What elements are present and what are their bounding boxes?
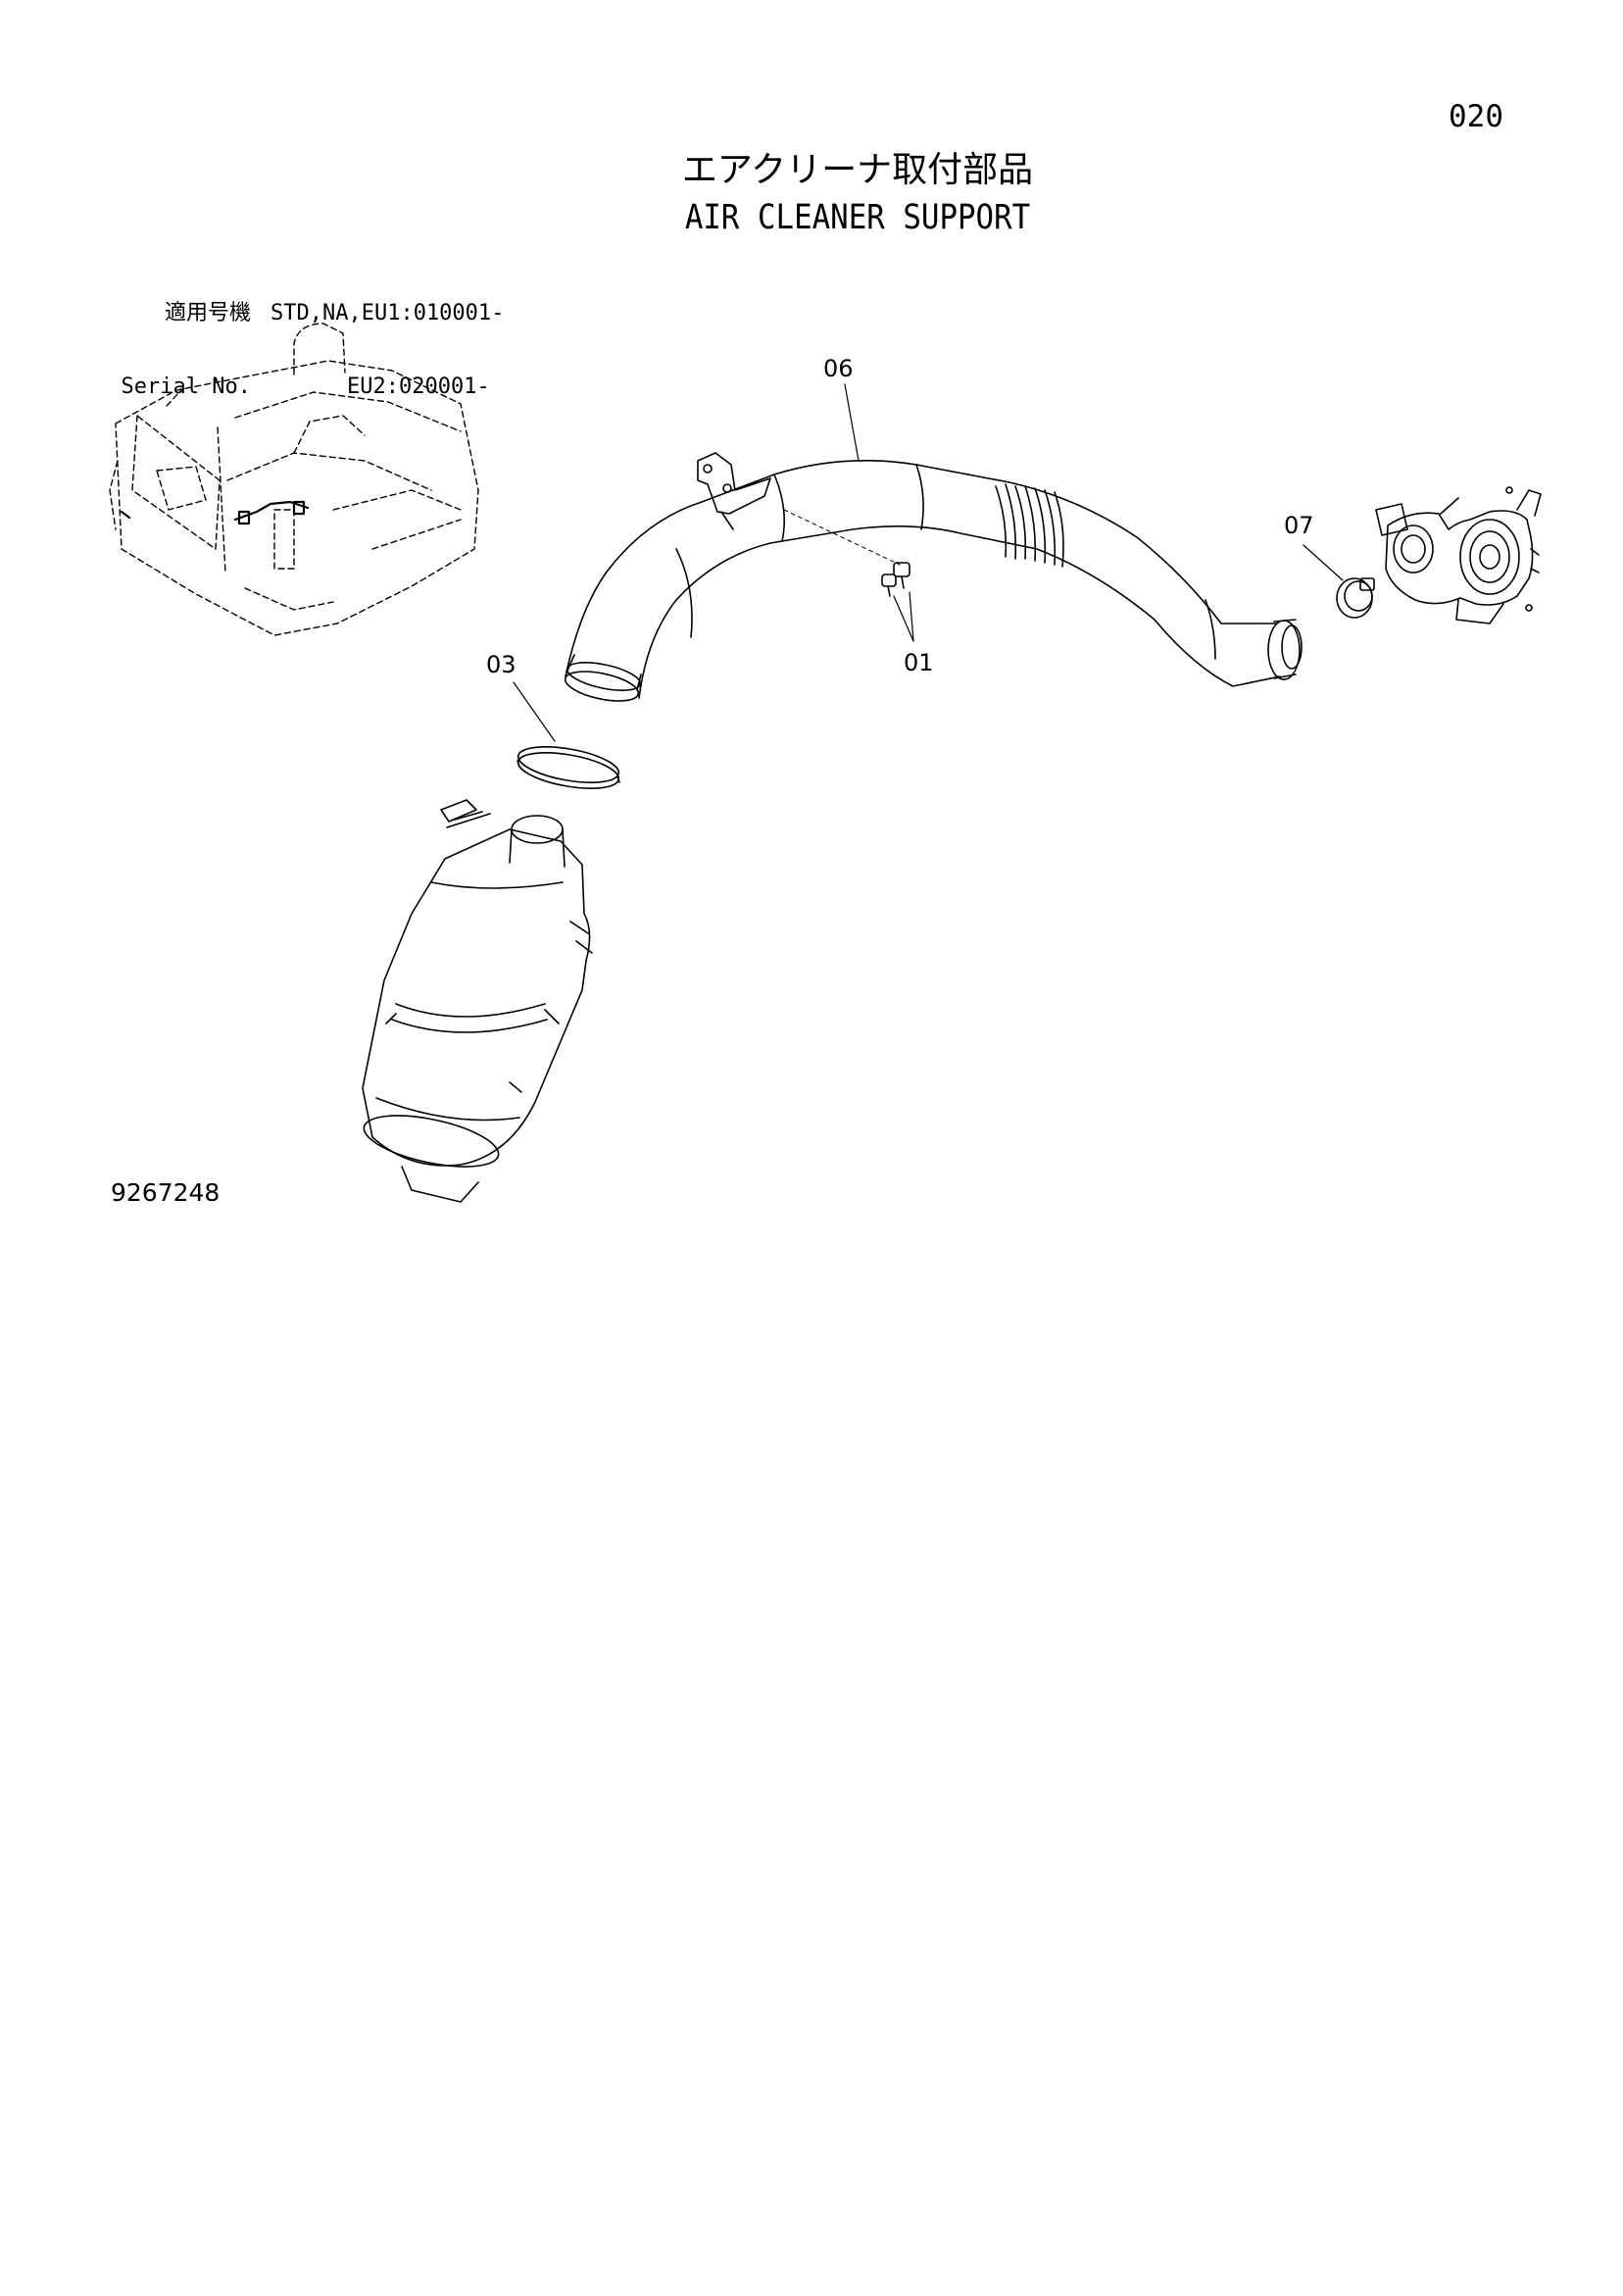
serial-row-2: Serial No. EU2:020001- — [114, 374, 504, 399]
leader-lines — [514, 384, 1343, 741]
hose-clamp-07 — [1337, 578, 1374, 618]
hose-corrugated-section — [996, 484, 1063, 567]
bolts — [784, 510, 910, 596]
page-title-japanese: エアクリーナ取付部品 — [681, 150, 1034, 190]
drawing-number: 9267248 — [111, 1178, 221, 1207]
mounting-bracket — [698, 453, 770, 529]
hose-clamp-03 — [516, 740, 621, 795]
air-cleaner — [360, 800, 592, 1202]
page-number: 020 — [1449, 99, 1503, 134]
page-title-english: AIR CLEANER SUPPORT — [684, 198, 1031, 237]
serial-row-1: 適用号機 STD,NA,EU1:010001- — [114, 301, 504, 325]
callout-part-03: 03 — [486, 651, 516, 678]
callout-part-06: 06 — [823, 355, 854, 382]
serial-label-japanese: 適用号機 — [164, 301, 251, 325]
excavator-locator-outline — [110, 324, 478, 635]
serial-value-line-1: STD,NA,EU1:010001- — [270, 301, 505, 325]
callout-part-07: 07 — [1284, 512, 1314, 539]
serial-label-english: Serial No. — [121, 374, 251, 399]
serial-applicability: 適用号機 STD,NA,EU1:010001- Serial No. EU2:020… — [114, 252, 505, 424]
parts-diagram — [0, 0, 1623, 1274]
excavator-harness-highlight — [122, 502, 308, 524]
turbocharger — [1376, 487, 1541, 624]
air-intake-hose — [563, 461, 1302, 707]
callout-part-01: 01 — [904, 649, 934, 676]
serial-value-line-2: EU2:020001- — [347, 374, 490, 399]
